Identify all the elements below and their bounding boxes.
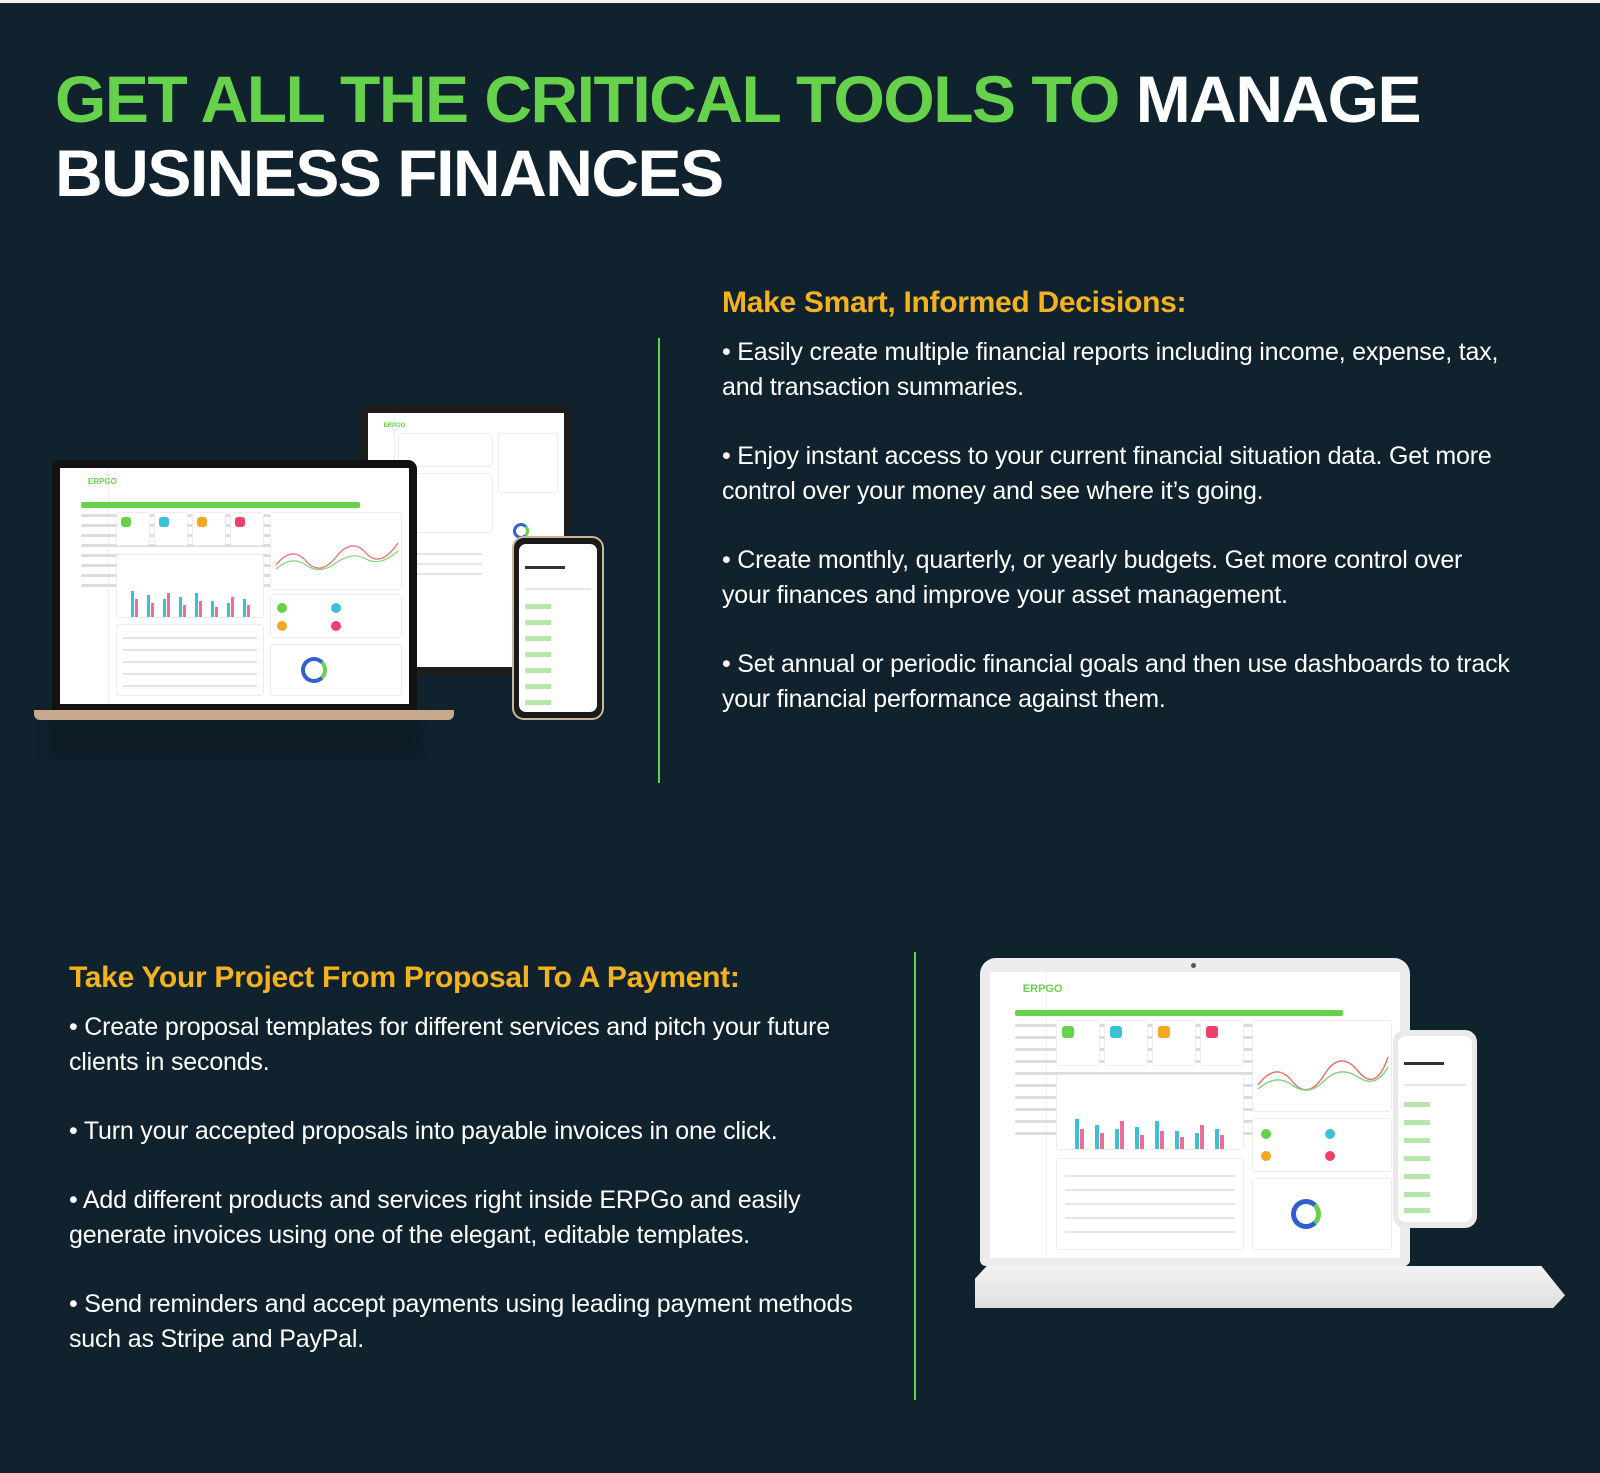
phone-frame <box>512 536 604 720</box>
section-title-decisions: Make Smart, Informed Decisions: <box>722 286 1187 319</box>
bullet-list-decisions: • Easily create multiple financial repor… <box>722 335 1512 717</box>
divider-line-bottom <box>914 952 916 1400</box>
devices-mockup-top: ERPGO ERPGO <box>30 400 620 780</box>
laptop-white-frame: ERPGO <box>980 958 1410 1266</box>
divider-line-top <box>658 338 660 783</box>
phone-screen <box>519 544 597 712</box>
bullet-item: • Easily create multiple financial repor… <box>722 338 1499 401</box>
headline-white-2: BUSINESS FINANCES <box>55 136 724 210</box>
laptop-screen: ERPGO <box>60 468 409 704</box>
headline-white-1: MANAGE <box>1135 62 1422 136</box>
phone-white-screen <box>1398 1036 1472 1222</box>
bullet-item: • Create proposal templates for differen… <box>69 1013 830 1076</box>
devices-mockup-bottom: ERPGO <box>975 955 1575 1355</box>
bullet-item: • Add different products and services ri… <box>69 1186 801 1249</box>
page-headline: GET ALL THE CRITICAL TOOLS TO MANAGE BUS… <box>55 62 1535 210</box>
laptop-white-keyboard <box>975 1266 1565 1308</box>
section-smart-decisions: Make Smart, Informed Decisions: • Easily… <box>722 285 1512 717</box>
phone-white-frame <box>1393 1030 1477 1228</box>
laptop-base <box>34 710 454 720</box>
bullet-item: • Create monthly, quarterly, or yearly b… <box>722 546 1463 609</box>
laptop-frame: ERPGO <box>52 460 417 712</box>
top-border <box>0 0 1600 3</box>
bullet-item: • Set annual or periodic financial goals… <box>722 650 1510 713</box>
bullet-item: • Turn your accepted proposals into paya… <box>69 1117 778 1145</box>
section-proposal-payment: Take Your Project From Proposal To A Pay… <box>69 960 859 1357</box>
section-title-proposal: Take Your Project From Proposal To A Pay… <box>69 961 740 994</box>
laptop-white-screen: ERPGO <box>990 972 1400 1258</box>
headline-green: GET ALL THE CRITICAL TOOLS TO <box>55 62 1120 136</box>
bullet-item: • Enjoy instant access to your current f… <box>722 442 1492 505</box>
bullet-list-proposal: • Create proposal templates for differen… <box>69 1010 859 1357</box>
bullet-item: • Send reminders and accept payments usi… <box>69 1290 853 1353</box>
